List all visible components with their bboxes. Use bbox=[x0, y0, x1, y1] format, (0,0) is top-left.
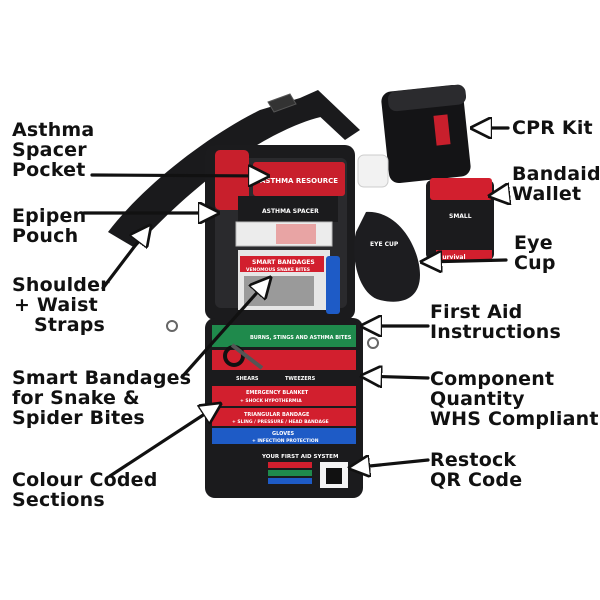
label-epipen-pouch: Epipen Pouch bbox=[12, 206, 86, 246]
label-line: CPR Kit bbox=[512, 117, 593, 139]
green-section bbox=[212, 325, 356, 347]
red-section-3 bbox=[212, 408, 356, 426]
infection-text: + INFECTION PROTECTION bbox=[252, 438, 319, 444]
label-line: Eye bbox=[514, 232, 553, 254]
label-line: for Snake & bbox=[12, 387, 140, 409]
cpr-kit-pouch bbox=[381, 84, 471, 184]
bites-text: BURNS, STINGS AND ASTHMA BITES bbox=[250, 335, 352, 341]
label-line: Spider Bites bbox=[12, 407, 145, 429]
label-smart-bandages: Smart Bandages for Snake & Spider Bites bbox=[12, 368, 191, 428]
label-line: QR Code bbox=[430, 469, 523, 491]
red-section-1 bbox=[212, 350, 356, 370]
emergency-text: EMERGENCY BLANKET bbox=[246, 390, 309, 396]
smart-bandage-header bbox=[240, 256, 324, 272]
blue-section bbox=[212, 428, 356, 444]
shock-text: + SHOCK HYPOTHERMIA bbox=[240, 398, 302, 404]
asthma-spacer bbox=[215, 150, 249, 210]
label-line: Spacer bbox=[12, 139, 87, 161]
label-shoulder-waist-straps: Shoulder + Waist Straps bbox=[12, 275, 110, 335]
gloves-text: GLOVES bbox=[272, 431, 295, 437]
label-line: + Waist bbox=[14, 294, 98, 316]
label-line: Bandaid bbox=[512, 163, 600, 185]
label-colour-coded-sections: Colour Coded Sections bbox=[12, 470, 158, 510]
label-line: Straps bbox=[34, 314, 106, 336]
shears-text: SHEARS bbox=[236, 376, 259, 382]
label-line: Pocket bbox=[12, 159, 86, 181]
white-pod bbox=[357, 154, 389, 188]
sling-text: + SLING / PRESSURE / HEAD BANDAGE bbox=[232, 419, 329, 425]
asthma-resource-band bbox=[253, 162, 345, 196]
strap-buckle bbox=[267, 93, 297, 113]
label-line: Instructions bbox=[430, 321, 562, 343]
spacer-strip bbox=[238, 196, 338, 222]
triangular-text: TRIANGULAR BANDAGE bbox=[244, 412, 310, 418]
smart-sub-text: VENOMOUS SNAKE BITES bbox=[246, 267, 310, 273]
bandaid-wallet: SMALL Survival bbox=[426, 178, 494, 262]
blue-tube bbox=[326, 256, 340, 314]
label-line: Shoulder bbox=[12, 274, 110, 296]
strap-end bbox=[300, 90, 360, 140]
label-bandaid-wallet: Bandaid Wallet bbox=[512, 164, 600, 204]
label-line: Asthma bbox=[12, 119, 95, 141]
label-line: Quantity bbox=[430, 388, 525, 410]
label-eye-cup: Eye Cup bbox=[514, 233, 556, 273]
small-text: SMALL bbox=[449, 213, 472, 220]
system-text: YOUR FIRST AID SYSTEM bbox=[261, 454, 338, 460]
label-line: Pouch bbox=[12, 225, 79, 247]
asthma-resource-text: ASTHMA RESOURCE bbox=[260, 177, 338, 185]
shears-blade bbox=[230, 343, 264, 370]
label-asthma-spacer-pocket: Asthma Spacer Pocket bbox=[12, 120, 94, 180]
packet-label bbox=[276, 224, 316, 244]
label-line: Restock bbox=[430, 449, 517, 471]
label-line: Colour Coded bbox=[12, 469, 158, 491]
bandage-rolls bbox=[244, 276, 314, 306]
eye-cup-text: EYE CUP bbox=[370, 241, 399, 248]
asthma-spacer-text: ASTHMA SPACER bbox=[262, 208, 319, 215]
label-component-quantity: Component Quantity WHS Compliant bbox=[430, 369, 599, 429]
eye-cup-pouch: EYE CUP bbox=[354, 211, 420, 302]
tweezers-text: TWEEZERS bbox=[285, 376, 316, 382]
label-line: Component bbox=[430, 368, 555, 390]
shoulder-strap bbox=[108, 98, 330, 248]
qr-code bbox=[326, 468, 342, 484]
label-line: Sections bbox=[12, 489, 105, 511]
survival-text: Survival bbox=[438, 254, 466, 261]
label-line: Epipen bbox=[12, 205, 87, 227]
label-first-aid-instructions: First Aid Instructions bbox=[430, 302, 561, 342]
label-line: WHS Compliant bbox=[430, 408, 599, 430]
label-line: Wallet bbox=[512, 183, 582, 205]
red-section-2 bbox=[212, 386, 356, 406]
label-cpr-kit: CPR Kit bbox=[512, 118, 593, 138]
label-restock-qr-code: Restock QR Code bbox=[430, 450, 522, 490]
smart-bandages-text: SMART BANDAGES bbox=[252, 259, 315, 266]
label-line: First Aid bbox=[430, 301, 523, 323]
label-line: Cup bbox=[514, 252, 556, 274]
label-line: Smart Bandages bbox=[12, 367, 192, 389]
